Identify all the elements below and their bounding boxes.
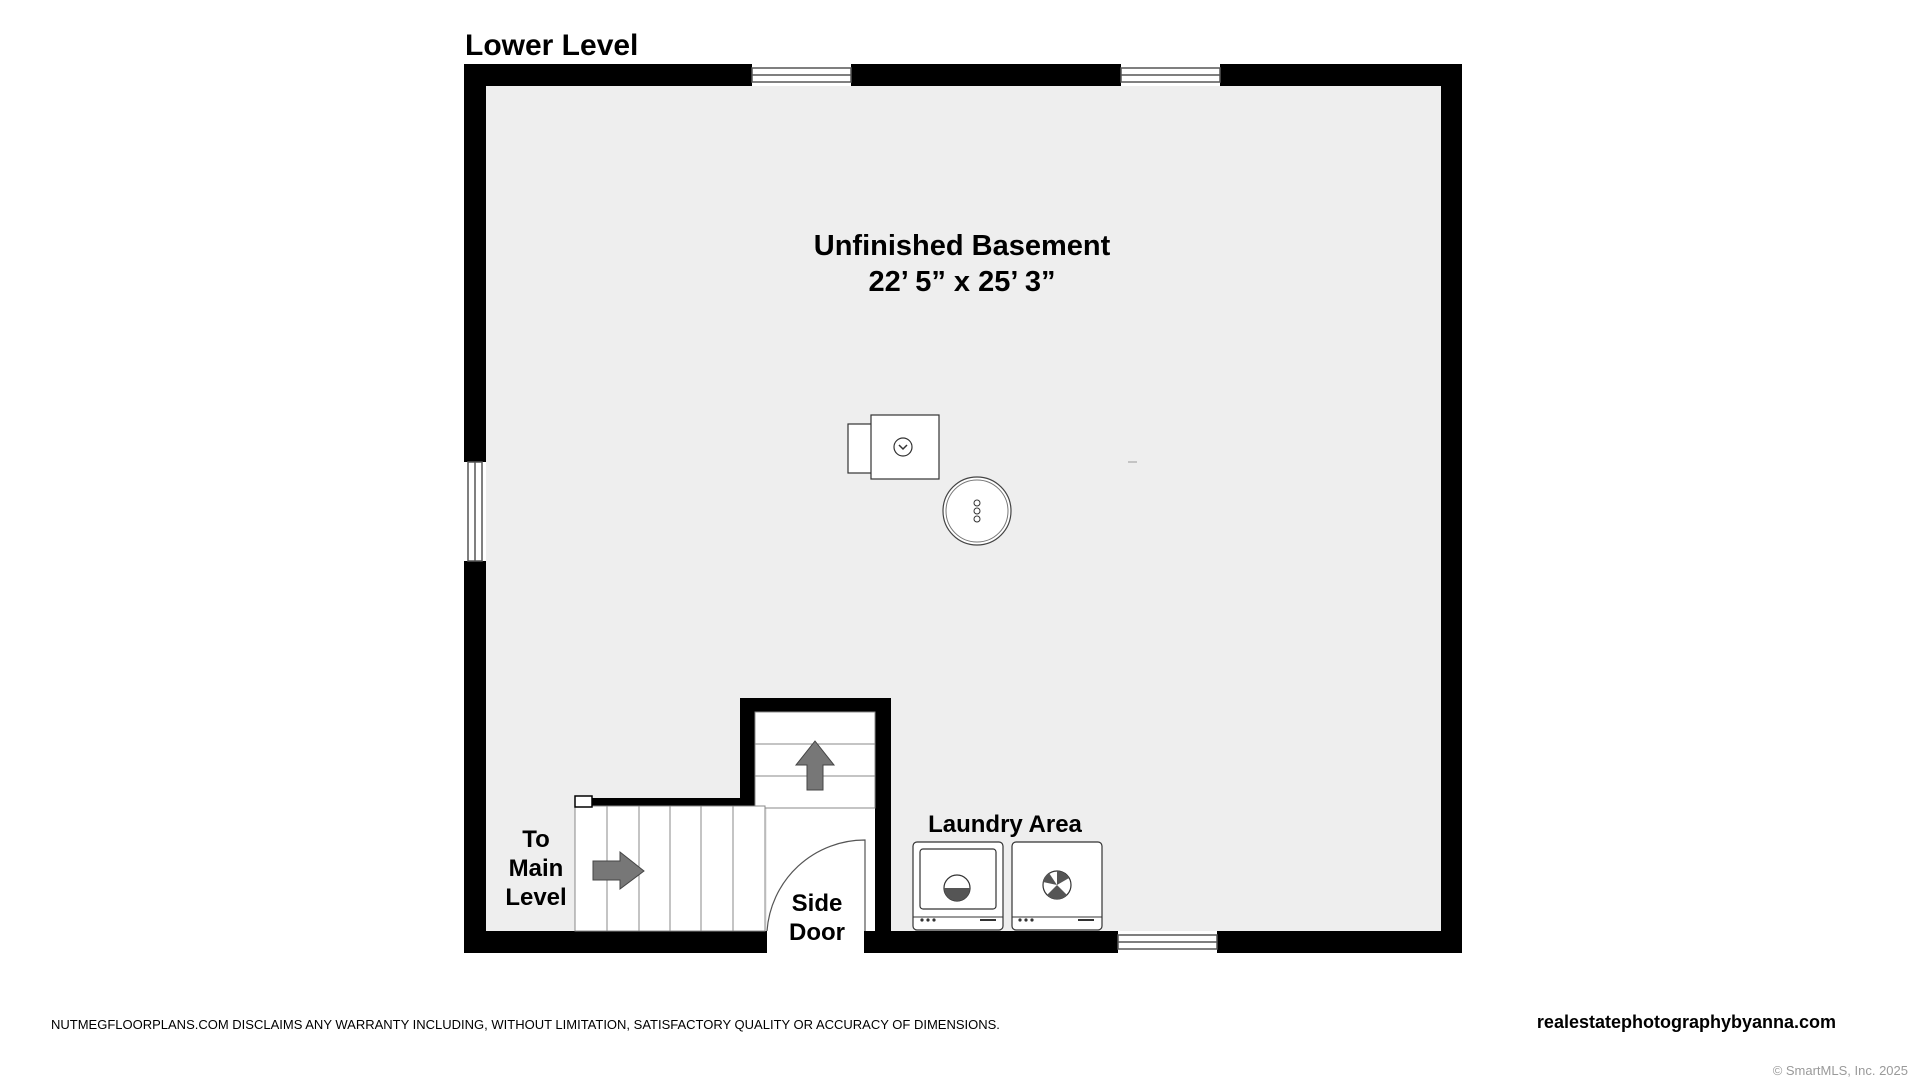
door-label-line2: Door — [789, 919, 845, 946]
window-bottom — [1117, 934, 1218, 950]
stairs-label-line1: To — [522, 826, 550, 853]
room-name: Unfinished Basement — [814, 230, 1111, 262]
stairs-label-line2: Main — [509, 855, 564, 882]
side-door-area — [767, 808, 875, 931]
level-title: Lower Level — [465, 29, 638, 62]
door-swing-arc — [766, 839, 866, 932]
website-text: realestatephotographybyanna.com — [1537, 1012, 1836, 1032]
window-top-right — [1120, 67, 1221, 83]
washer-icon — [912, 841, 1004, 931]
stairs-label-line3: Level — [505, 884, 566, 911]
laundry-label: Laundry Area — [928, 811, 1082, 838]
disclaimer-text: NUTMEGFLOORPLANS.COM DISCLAIMS ANY WARRA… — [51, 1017, 1000, 1032]
stairs-arrow-icon — [592, 850, 645, 890]
water-heater-icon — [942, 476, 1012, 546]
walls — [464, 64, 1462, 953]
door-label-line1: Side — [792, 890, 843, 917]
stairs-arrow-icon — [794, 740, 836, 791]
window-top-left — [751, 67, 852, 83]
copyright-text: © SmartMLS, Inc. 2025 — [1773, 1063, 1908, 1078]
dryer-icon — [1011, 841, 1103, 931]
side-door-opening — [767, 931, 864, 953]
room-dimensions: 22’ 5” x 25’ 3” — [868, 266, 1055, 298]
window-left — [467, 461, 483, 562]
furnace-icon — [847, 414, 940, 480]
